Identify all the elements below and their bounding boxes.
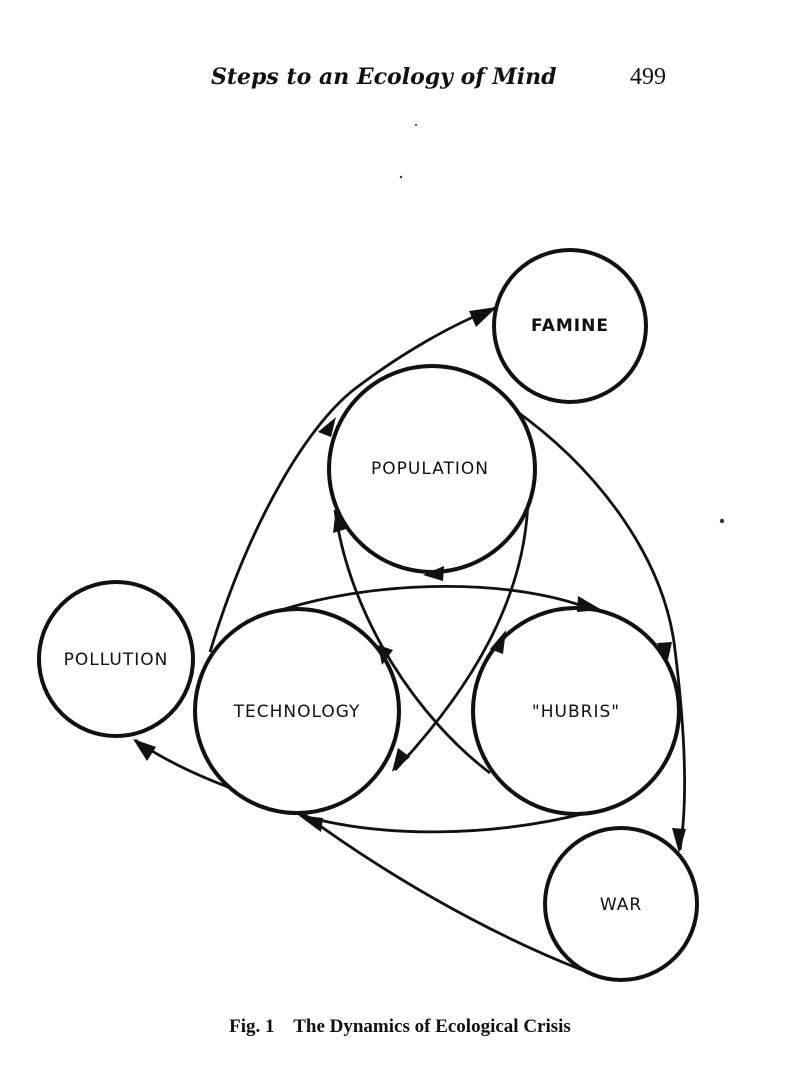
figure-caption: Fig. 1 The Dynamics of Ecological Crisis — [0, 1016, 800, 1038]
arrowhead-into-famine — [469, 307, 497, 327]
edge-population-to-technology — [393, 499, 530, 771]
print-speck — [415, 124, 417, 126]
running-head: Steps to an Ecology of Mind 499 — [0, 64, 800, 100]
node-famine-label: FAMINE — [531, 316, 609, 336]
diagram-nodes: FAMINE POPULATION POLLUTION TECHNOLOGY "… — [37, 248, 699, 982]
node-hubris-circle — [471, 606, 681, 816]
node-famine: FAMINE — [492, 248, 648, 404]
arrowhead-into-hubris-left — [490, 630, 506, 654]
arrowhead-into-technology-bottom — [298, 815, 323, 832]
edge-hubris-to-population — [333, 509, 491, 775]
arrowhead-into-technology-top — [378, 645, 393, 665]
node-hubris: "HUBRIS" — [471, 606, 681, 816]
edge-population-to-war — [511, 406, 686, 851]
node-famine-circle — [492, 248, 648, 404]
page-number: 499 — [630, 64, 666, 90]
node-population-label: POPULATION — [371, 459, 489, 479]
node-war-circle — [543, 826, 699, 982]
arrowhead-right-arc-mid — [657, 642, 672, 664]
node-war: WAR — [543, 826, 699, 982]
node-hubris-label: "HUBRIS" — [532, 702, 620, 722]
arrowhead-technology-to-population — [318, 417, 336, 437]
figure-caption-label: Fig. 1 — [229, 1016, 275, 1037]
edge-technology-to-famine — [208, 306, 496, 653]
arrowhead-hubris-to-population — [333, 508, 346, 533]
print-specks — [399, 124, 725, 524]
figure-caption-text: The Dynamics of Ecological Crisis — [293, 1016, 571, 1037]
node-pollution-label: POLLUTION — [64, 650, 169, 670]
node-pollution-circle — [37, 580, 195, 738]
edge-technology-to-hubris — [277, 585, 599, 614]
print-speck — [719, 518, 725, 524]
arrowhead-population-to-technology — [392, 748, 410, 772]
edge-war-to-technology — [304, 813, 583, 972]
node-technology: TECHNOLOGY — [193, 607, 401, 815]
diagram-arrowheads — [133, 307, 686, 853]
arrowhead-into-pollution — [133, 739, 156, 761]
arrowhead-into-war — [672, 828, 686, 853]
node-population: POPULATION — [327, 364, 537, 574]
node-technology-circle — [193, 607, 401, 815]
arrowhead-into-hubris-top — [577, 596, 602, 612]
edge-hubris-to-technology — [299, 810, 591, 834]
node-technology-label: TECHNOLOGY — [233, 702, 361, 722]
running-head-title: Steps to an Ecology of Mind — [211, 64, 557, 90]
arrowhead-into-population-bottom — [423, 566, 444, 581]
node-war-label: WAR — [600, 895, 642, 915]
node-pollution: POLLUTION — [37, 580, 195, 738]
print-speck — [399, 175, 403, 179]
